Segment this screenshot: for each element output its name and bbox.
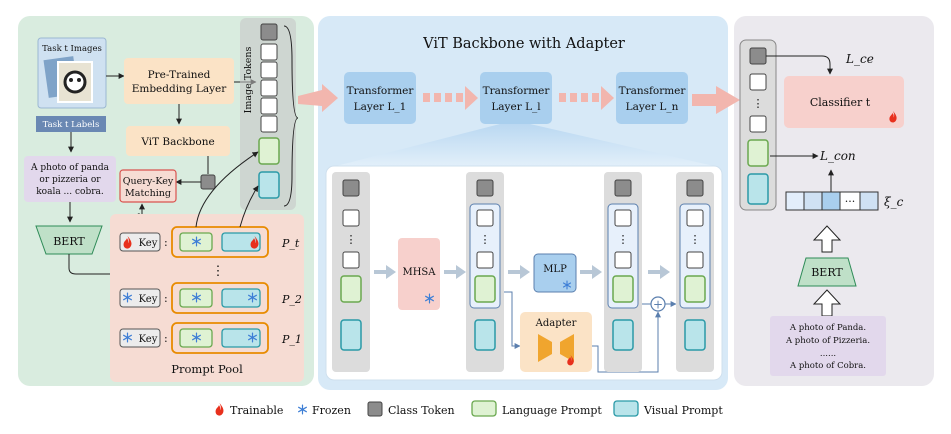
language-prompt-token-left — [258, 137, 280, 165]
dashed-arrow-2 — [559, 86, 614, 110]
embedding-layer — [124, 58, 234, 104]
query-key-label-2: Matching — [125, 188, 171, 199]
task-labels-box — [36, 116, 106, 132]
class-text-2: A photo of Pizzeria. — [785, 336, 870, 346]
task-labels-label: Task t Labels — [43, 120, 100, 130]
visual-prompt-token-left — [258, 171, 280, 199]
p-t-label: P_t — [281, 237, 300, 250]
bert-right-label: BERT — [811, 266, 843, 279]
legend-visual-swatch — [613, 400, 639, 417]
key-pt-label: Key — [139, 238, 158, 249]
task-images-label: Task t Images — [42, 44, 102, 54]
arrow-left-to-middle — [298, 84, 338, 112]
transformer-layer-n — [616, 72, 688, 124]
col3-vdots: ⋮ — [618, 233, 629, 246]
col1-vdots: ⋮ — [346, 233, 357, 246]
layer-n-line1: Transformer — [619, 85, 687, 97]
panda-image — [63, 70, 87, 94]
legend-class-token: Class Token — [388, 404, 455, 417]
bert-encoder-right — [797, 257, 857, 287]
caption-line-2: or pizzeria or — [39, 175, 101, 185]
transformer-layer-1 — [344, 72, 416, 124]
prompt-p1 — [171, 322, 269, 354]
legend-class-token-swatch — [367, 401, 383, 417]
class-text-4: A photo of Cobra. — [789, 361, 866, 371]
legend-visual-prompt: Visual Prompt — [643, 404, 723, 417]
arrow-middle-to-right — [692, 86, 740, 114]
classifier-block — [784, 76, 904, 128]
plus-sign: + — [653, 298, 663, 312]
p-1-label: P_1 — [281, 333, 302, 346]
middle-title: ViT Backbone with Adapter — [422, 36, 625, 52]
frozen-icon — [298, 404, 307, 415]
prompt-pool-label: Prompt Pool — [171, 362, 243, 376]
mhsa-label: MHSA — [402, 267, 436, 278]
class-token-right — [749, 47, 767, 65]
colon-pt: : — [164, 236, 168, 249]
bert-encoder-left — [35, 225, 103, 255]
mhsa-block — [398, 238, 440, 310]
loss-ce: L_ce — [845, 52, 874, 66]
layer-l-line1: Transformer — [483, 85, 551, 97]
legend: Trainable Frozen Class Token Language Pr… — [215, 400, 723, 417]
language-prompt-right — [747, 139, 769, 167]
prompt-vdots: ⋮ — [212, 264, 225, 279]
legend-frozen: Frozen — [312, 404, 351, 417]
query-key-label-1: Query-Key — [123, 176, 174, 187]
image-tokens-label: Image Tokens — [243, 46, 254, 113]
query-key-matching — [119, 169, 177, 203]
key-p2-label: Key — [139, 294, 158, 305]
vit-backbone-label: ViT Backbone — [140, 136, 214, 148]
visual-prompt-right — [747, 173, 769, 205]
prompt-p2 — [171, 282, 269, 314]
hollow-arrow-lower — [812, 289, 842, 317]
class-token-left — [260, 23, 278, 41]
layer-l-line2: Layer L_l — [491, 101, 541, 113]
colon-p2: : — [164, 292, 168, 305]
legend-language-swatch — [471, 400, 497, 417]
xi-c-label: ξ_c — [884, 195, 904, 209]
vector-dots: ··· — [845, 195, 856, 208]
transformer-layer-l — [480, 72, 552, 124]
trainable-icon — [215, 402, 224, 416]
colon-p1: : — [164, 332, 168, 345]
layer-1-line1: Transformer — [347, 85, 415, 97]
caption-box — [24, 156, 116, 202]
adapter-label: Adapter — [535, 318, 577, 329]
embedding-label-2: Embedding Layer — [132, 83, 228, 95]
cls-token-small — [200, 174, 216, 190]
col2-vdots: ⋮ — [480, 233, 491, 246]
key-p1-label: Key — [139, 334, 158, 345]
dashed-arrow-1 — [423, 86, 478, 110]
legend-trainable: Trainable — [230, 404, 283, 417]
loss-con: L_con — [819, 149, 856, 163]
task-images-block: Task t Images — [37, 37, 107, 109]
zoom-fan — [336, 124, 714, 166]
right-vdots: ⋮ — [753, 97, 764, 110]
key-p2 — [119, 288, 161, 308]
class-text-3: ...... — [820, 349, 836, 359]
class-text-1: A photo of Panda. — [789, 323, 866, 333]
caption-line-1: A photo of panda — [30, 163, 110, 173]
mlp-label: MLP — [543, 264, 567, 275]
adapter-bottleneck — [538, 334, 574, 362]
caption-line-3: koala ... cobra. — [36, 187, 104, 197]
hollow-arrow-upper — [812, 225, 842, 253]
key-p1 — [119, 328, 161, 348]
legend-language-prompt: Language Prompt — [502, 404, 602, 417]
p-2-label: P_2 — [281, 293, 302, 306]
class-text-box — [770, 316, 886, 376]
embedding-label-1: Pre-Trained — [148, 69, 211, 81]
classifier-label: Classifier t — [810, 96, 871, 109]
text-embedding-vector — [785, 191, 879, 211]
col4-vdots: ⋮ — [690, 233, 701, 246]
layer-n-line2: Layer L_n — [626, 101, 679, 113]
vit-backbone-box — [126, 126, 230, 156]
prompt-pt — [171, 226, 269, 258]
layer-1-line2: Layer L_1 — [354, 101, 407, 113]
mlp-block — [533, 253, 577, 293]
bert-left-label: BERT — [53, 235, 85, 248]
